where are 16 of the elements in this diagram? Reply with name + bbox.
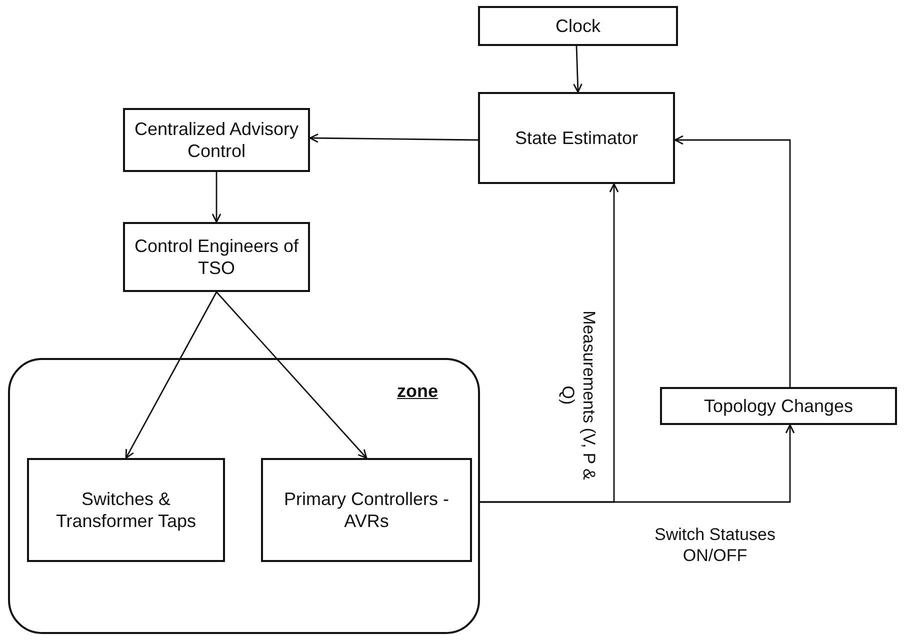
process-box: Switches & Transformer Taps	[27, 458, 225, 562]
zone-label: zone	[396, 380, 438, 402]
process-box: State Estimator	[478, 92, 675, 184]
process-box: Primary Controllers - AVRs	[261, 458, 472, 562]
arrow	[309, 133, 478, 143]
arrow	[125, 292, 218, 459]
process-box: Topology Changes	[660, 387, 897, 425]
process-box: Clock	[478, 6, 678, 46]
process-box: Centralized Advisory Control	[123, 108, 310, 172]
arrow	[216, 292, 368, 459]
arrow	[573, 46, 582, 93]
arrow	[674, 135, 791, 387]
arrow	[480, 424, 795, 503]
arrow	[212, 172, 222, 223]
process-box: Control Engineers of TSO	[123, 222, 310, 292]
zone-box	[8, 358, 480, 634]
